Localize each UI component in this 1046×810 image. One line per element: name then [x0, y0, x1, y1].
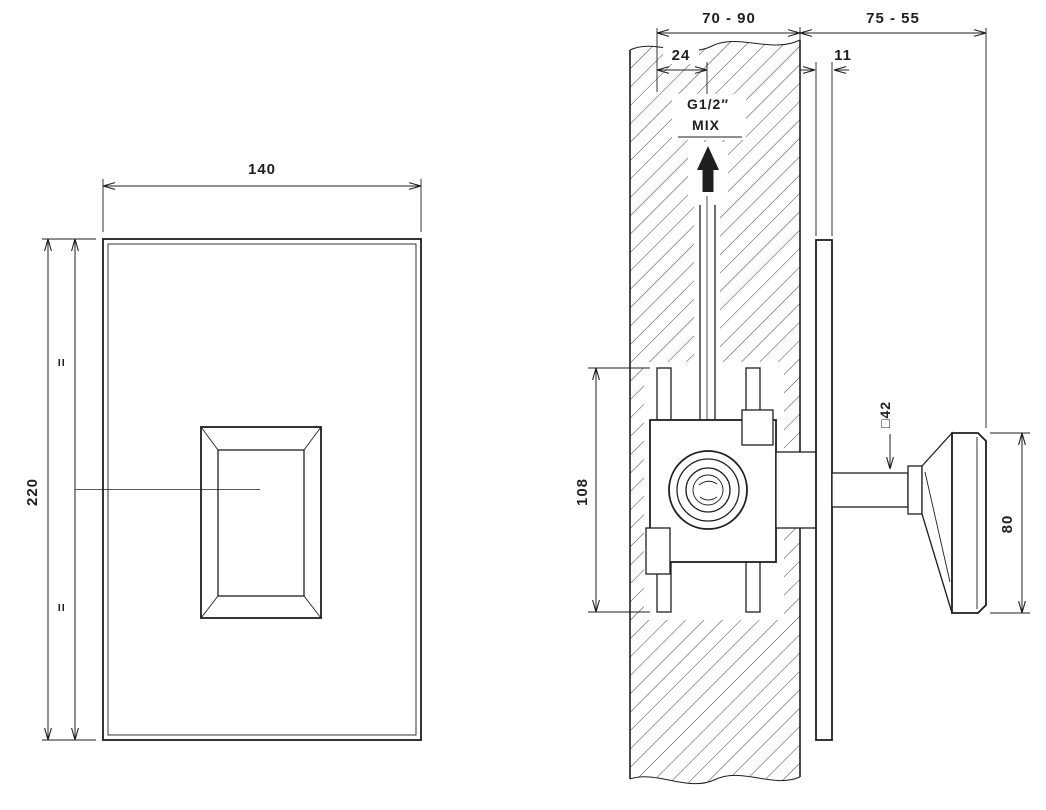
- inlet-callout: G1/2″ MIX: [678, 96, 742, 192]
- dim-knob-height: 80: [990, 432, 1030, 614]
- dim-wall-depth-label: 70 - 90: [702, 10, 756, 27]
- dim-protrusion-label: 75 - 55: [866, 10, 920, 27]
- equal-mark-bottom: =: [53, 602, 69, 611]
- front-view: 140 220 = =: [24, 161, 422, 741]
- dim-handle-square: □42: [877, 401, 894, 470]
- dim-knob-height-label: 80: [999, 515, 1016, 534]
- dim-plate-height-label: 220: [24, 478, 41, 506]
- section-view: 70 - 90 75 - 55 24 11 G1/2″ MIX: [574, 10, 1030, 785]
- thread-label: G1/2″: [687, 96, 729, 112]
- valve-cartridge-circles: [668, 450, 748, 530]
- equal-mark-top: =: [53, 357, 69, 366]
- dim-offset-label: 24: [672, 47, 691, 64]
- dim-handle-square-label: □42: [877, 401, 893, 428]
- valve-body: [645, 367, 821, 613]
- mix-label: MIX: [692, 117, 720, 133]
- trim-plate-side: [815, 239, 833, 741]
- dim-plate-height: 220: [24, 238, 52, 741]
- dim-bracket-height-label: 108: [574, 478, 591, 506]
- dim-bracket-height: 108: [574, 367, 650, 613]
- dim-plate-centering: = =: [53, 238, 79, 741]
- wall-torn-bottom: [629, 774, 801, 785]
- dim-plate-width: 140: [102, 161, 422, 190]
- dim-plate-thickness-label: 11: [834, 47, 852, 64]
- front-handle: [200, 426, 322, 619]
- front-extension-lines: [42, 179, 422, 741]
- dim-plate-width-label: 140: [248, 161, 276, 178]
- handle-side: [831, 431, 987, 614]
- wall-torn-top: [629, 39, 801, 52]
- flow-arrow-icon: [697, 146, 719, 192]
- top-dimensions: 70 - 90 75 - 55 24 11: [656, 10, 987, 428]
